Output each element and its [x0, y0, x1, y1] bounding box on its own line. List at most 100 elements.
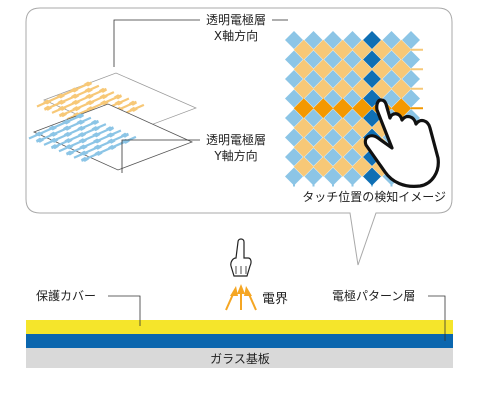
y-electrode-diamond [343, 148, 362, 166]
y-electrode-diamond [343, 89, 362, 108]
glass-substrate-label: ガラス基板 [210, 352, 270, 366]
x-electrode-diamond [293, 156, 314, 177]
layer-electrode-band [58, 126, 114, 153]
electrode-pattern-layer-band [26, 334, 453, 348]
y-electrode-diamond [382, 70, 401, 88]
pointing-hand-icon [230, 238, 252, 277]
x-electrode-diamond [352, 117, 373, 138]
y-electrode-diamond [304, 109, 323, 127]
touch-detection-caption: タッチ位置の検知イメージ [302, 189, 446, 204]
y-electrode-diamond [382, 50, 401, 69]
glass-substrate-layer [26, 348, 453, 368]
electric-field-label: 電界 [262, 292, 288, 307]
y-electrode-diamond [304, 70, 323, 88]
y-electrode-diamond [363, 31, 381, 49]
y-electrode-diamond [363, 167, 381, 186]
protective-cover-label: 保護カバー [36, 288, 96, 303]
y-electrode-diamond [343, 109, 362, 127]
x-electrode-diamond [352, 156, 373, 177]
layer-electrode-band [66, 94, 122, 121]
layer-electrode-band [59, 91, 115, 118]
x-electrode-diamond [293, 98, 314, 119]
y-electrode-diamond [304, 89, 323, 108]
y-electrode-diamond [402, 50, 420, 69]
y-electrode-diamond [382, 31, 401, 49]
electrode-pattern-leader [428, 295, 446, 341]
x-electrode-diamond [332, 137, 353, 158]
layer-electrode-band [44, 84, 100, 111]
y-electrode-diamond [285, 50, 303, 69]
x-electrode-diamond [371, 59, 392, 80]
x-electrode-diamond [352, 59, 373, 80]
y-electrode-diamond [324, 167, 342, 186]
layer-electrode-band [28, 113, 84, 140]
y-electrode-diamond [343, 128, 362, 147]
x-electrode-diamond [293, 39, 314, 60]
x-electrode-diamond [391, 78, 412, 99]
x-layer-leader [113, 19, 200, 67]
y-electrode-diamond [304, 50, 323, 69]
layer-electrode-band [66, 129, 122, 156]
y-electrode-diamond [324, 89, 342, 108]
x-electrode-diamond [332, 156, 353, 177]
electric-field-arrows [225, 284, 257, 311]
y-electrode-diamond [324, 70, 342, 88]
y-electrode-diamond [402, 89, 420, 108]
y-electrode-diamond [285, 128, 303, 147]
x-electrode-diamond [293, 78, 314, 99]
x-electrode-diamond [391, 59, 412, 80]
x-layer-label-line2: X軸方向 [214, 28, 258, 43]
x-electrode-diamond [332, 39, 353, 60]
x-electrode-diamond [313, 156, 334, 177]
x-electrode-diamond [293, 59, 314, 80]
y-electrode-diamond [285, 31, 303, 49]
x-electrode-diamond [371, 39, 392, 60]
y-electrode-diamond [363, 109, 381, 127]
x-electrode-diamond [293, 137, 314, 158]
x-electrode-diamond [313, 59, 334, 80]
layer-electrode-band [43, 119, 99, 146]
x-electrode-diamond [332, 117, 353, 138]
protective-cover-leader [108, 295, 141, 326]
y-electrode-diamond [324, 31, 342, 49]
x-electrode-diamond [352, 39, 373, 60]
y-electrode-diamond [324, 109, 342, 127]
x-electrode-diamond [352, 78, 373, 99]
layer-electrode-band [73, 132, 129, 159]
x-electrode-diamond [332, 59, 353, 80]
x-electrode-pattern [36, 81, 145, 130]
y-electrode-diamond [324, 128, 342, 147]
layer-electrode-band [51, 87, 107, 114]
y-electrode-diamond [402, 70, 420, 88]
y-electrode-pattern [28, 113, 137, 162]
y-electrode-diamond [285, 109, 303, 127]
electrode-pattern-label: 電極パターン層 [332, 288, 415, 303]
x-electrode-diamond [313, 137, 334, 158]
y-electrode-diamond [285, 148, 303, 166]
y-electrode-diamond [343, 167, 362, 186]
y-electrode-diamond [304, 128, 323, 147]
layer-electrode-band [36, 81, 92, 108]
y-electrode-diamond [343, 50, 362, 69]
x-electrode-diamond [391, 39, 412, 60]
y-electrode-diamond [304, 31, 323, 49]
y-electrode-diamond [285, 70, 303, 88]
x-electrode-diamond [313, 39, 334, 60]
y-electrode-diamond [363, 50, 381, 69]
y-electrode-diamond [343, 31, 362, 49]
y-electrode-diamond [324, 50, 342, 69]
x-electrode-diamond [352, 98, 373, 119]
y-electrode-diamond [285, 89, 303, 108]
x-electrode-diamond [313, 78, 334, 99]
x-electrode-diamond [313, 117, 334, 138]
layer-electrode-band [36, 116, 92, 143]
layer-electrode-band [81, 135, 137, 162]
y-electrode-diamond [343, 70, 362, 88]
x-electrode-diamond [371, 78, 392, 99]
x-electrode-diamond [313, 98, 334, 119]
y-layer-label-line2: Y軸方向 [213, 148, 257, 163]
x-electrode-diamond [332, 78, 353, 99]
touch-hand-icon [363, 98, 440, 188]
x-electrode-diamond [332, 98, 353, 119]
